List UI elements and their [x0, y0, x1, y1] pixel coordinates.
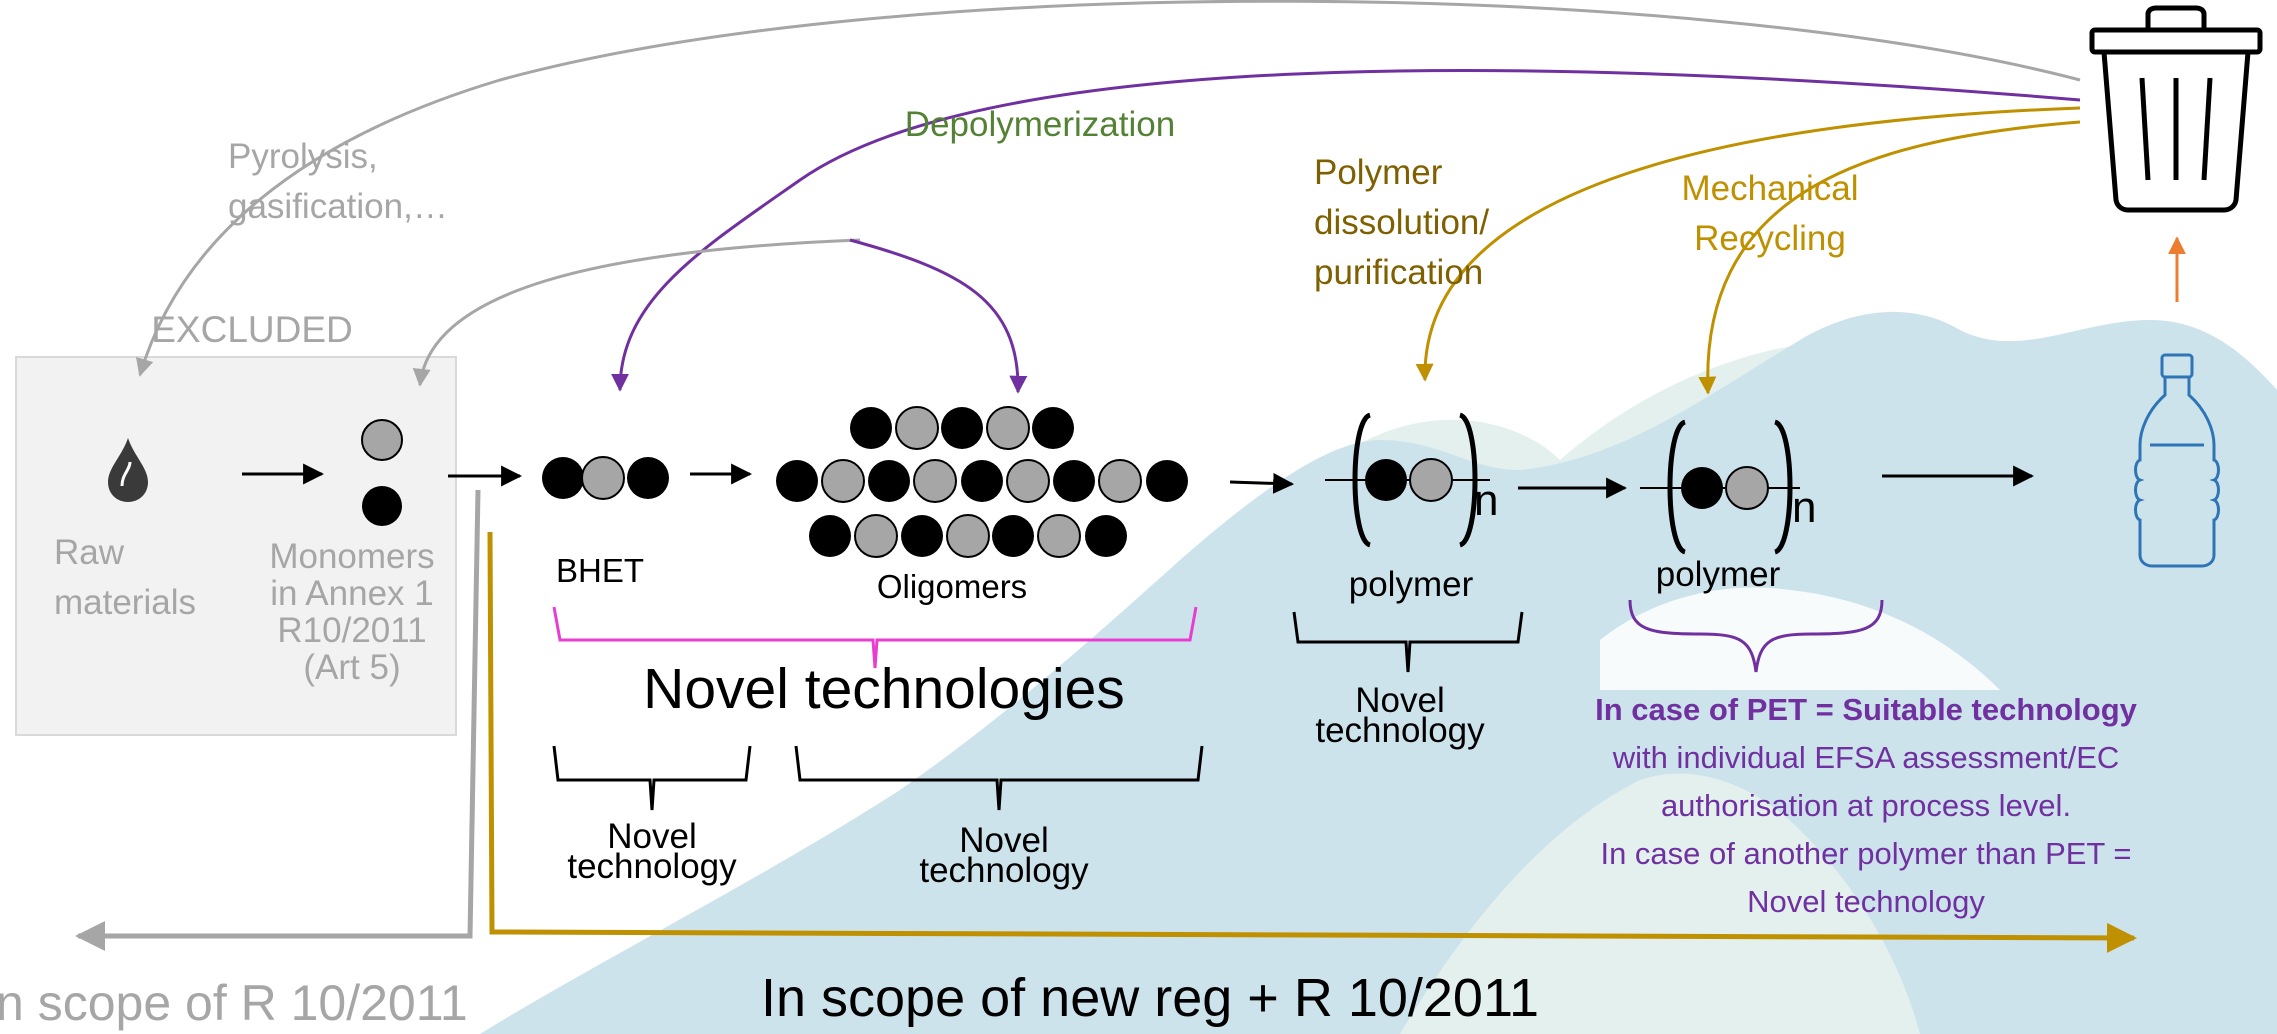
- pet-note-line-1: In case of PET = Suitable technology: [1595, 692, 2138, 727]
- novel-technologies-label: Novel technologies: [643, 657, 1125, 721]
- novel-technology-a-brace: [552, 745, 752, 811]
- oligomers-molecules: [776, 406, 1188, 558]
- oligomers-label: Oligomers: [877, 568, 1027, 605]
- depolymerization-main-arrow: [611, 69, 2081, 392]
- novel-technology-c-label: Novel: [1355, 681, 1444, 720]
- scope-left-line: [75, 489, 481, 951]
- dissolution-label-3: purification: [1314, 253, 1483, 292]
- pet-note-line-3: authorisation at process level.: [1661, 788, 2071, 823]
- dissolution-label-2: dissolution/: [1314, 203, 1489, 242]
- monomers-label-3: R10/2011: [277, 611, 426, 650]
- raw-materials-label-2: materials: [54, 583, 196, 622]
- raw-materials-label: Raw: [54, 533, 125, 572]
- monomers-label-2: in Annex 1: [270, 574, 433, 613]
- monomer-grey-ball: [361, 419, 403, 461]
- novel-technology-a-label: Novel: [607, 817, 696, 856]
- oligomers-branch-arrow: [849, 238, 1028, 394]
- novel-technologies-brace: [552, 606, 1198, 669]
- mechanical-label-2: Recycling: [1694, 219, 1846, 258]
- polymer-2-brace: [1628, 599, 1884, 673]
- flow-arrow-oligomers-to-polymer: [1229, 472, 1295, 494]
- polymer-1-label: polymer: [1349, 565, 1474, 604]
- monomers-label-4: (Art 5): [303, 648, 400, 687]
- pyrolysis-label-2: gasification,…: [228, 187, 448, 226]
- novel-technology-c-label-2: technology: [1315, 711, 1485, 750]
- oil-drop-icon: [108, 438, 148, 502]
- mechanical-label: Mechanical: [1681, 169, 1858, 208]
- background-blue-shape: [480, 311, 2277, 1034]
- background-shapes: [480, 311, 2277, 1034]
- novel-technology-b-label-2: technology: [919, 851, 1089, 890]
- polymer-2-molecule: [1640, 419, 1800, 555]
- pet-note-line-2: with individual EFSA assessment/EC: [1612, 740, 2120, 775]
- polymer-2-label: polymer: [1656, 555, 1781, 594]
- plastic-bottle-icon: [2134, 353, 2220, 568]
- depolymerization-label: Depolymerization: [905, 105, 1175, 144]
- mechanical-arrow: [1698, 120, 2081, 395]
- dissolution-arrow: [1415, 106, 2081, 382]
- bhet-molecule: [542, 456, 669, 500]
- polymer-1-molecule: [1325, 412, 1490, 548]
- pet-note-line-4: In case of another polymer than PET =: [1600, 836, 2131, 871]
- excluded-label: EXCLUDED: [151, 309, 353, 350]
- novel-technology-a-label-2: technology: [567, 847, 737, 886]
- bhet-label: BHET: [556, 552, 644, 589]
- pet-note-line-5: Novel technology: [1747, 884, 1985, 919]
- novel-technology-b-label: Novel: [959, 821, 1048, 860]
- novel-technology-b-brace: [794, 745, 1204, 811]
- pyrolysis-arrow: [135, 0, 2081, 377]
- polymer-1-subscript: n: [1474, 476, 1498, 525]
- trash-bin-icon: [2089, 5, 2263, 213]
- monomer-black-ball: [362, 486, 402, 526]
- polymer-2-subscript: n: [1792, 483, 1816, 532]
- monomers-label: Monomers: [269, 537, 434, 576]
- excluded-branch-arrow: [412, 238, 861, 387]
- pyrolysis-label: Pyrolysis,: [228, 137, 378, 176]
- scope-left-label: n scope of R 10/2011: [0, 975, 468, 1031]
- dissolution-label: Polymer: [1314, 153, 1443, 192]
- background-white-patch: [1400, 773, 1920, 1034]
- background-white-patch-2: [1600, 587, 2000, 690]
- scope-right-line: [487, 531, 2137, 953]
- scope-right-label: In scope of new reg + R 10/2011: [761, 968, 1539, 1028]
- polymer-1-brace: [1292, 611, 1524, 673]
